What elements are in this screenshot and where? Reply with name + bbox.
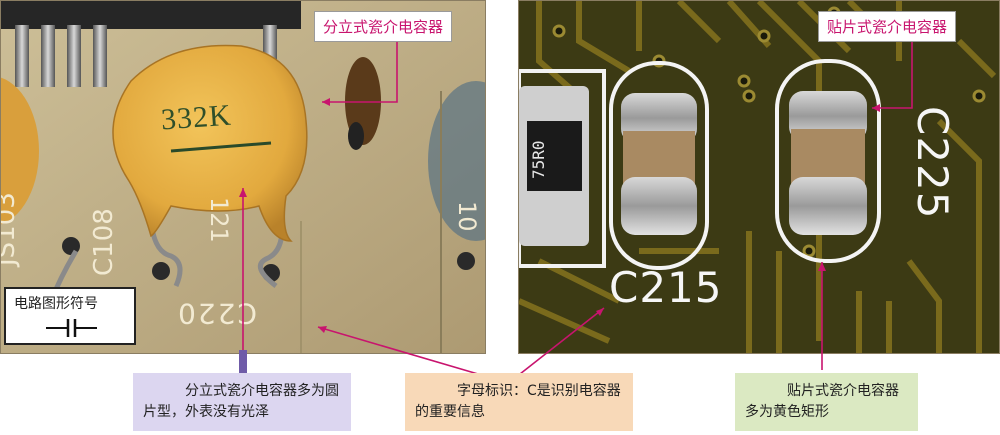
pcb-marking-c108: C108 xyxy=(89,208,119,276)
circuit-symbol-box: 电路图形符号 xyxy=(4,287,136,345)
smd-capacitor-photo: 75R0 C215 C225 xyxy=(518,0,1000,354)
smd-capacitor-scene xyxy=(519,1,999,353)
pcb-marking-c220: C220 xyxy=(176,297,257,330)
discrete-note-text: 分立式瓷介电容器多为圆片型，外表没有光泽 xyxy=(143,383,339,420)
discrete-capacitor-note: 分立式瓷介电容器多为圆片型，外表没有光泽 xyxy=(133,373,351,431)
resistor-marking: 75R0 xyxy=(529,140,548,179)
pcb-marking-js103: JS103 xyxy=(0,192,21,266)
capacitor-marking: 332K xyxy=(159,98,233,137)
pcb-marking-c215: C215 xyxy=(609,263,723,312)
circuit-symbol-title: 电路图形符号 xyxy=(14,296,98,312)
partial-capacitor xyxy=(1,77,39,225)
pcb-marking-c225: C225 xyxy=(908,106,957,220)
c225-silkscreen-outline xyxy=(775,59,881,263)
capacitor-symbol-icon xyxy=(46,319,97,337)
pcb-marking-10: 10 xyxy=(453,201,481,232)
ic-chip xyxy=(1,1,301,29)
smd-capacitor-label: 贴片式瓷介电容器 xyxy=(818,11,957,42)
pcb-marking-121: 121 xyxy=(205,197,233,243)
discrete-capacitor-label: 分立式瓷介电容器 xyxy=(314,11,453,42)
smd-note-text: 贴片式瓷介电容器多为黄色矩形 xyxy=(745,383,899,420)
letter-identifier-note: 字母标识：C是识别电容器的重要信息 xyxy=(405,373,633,431)
letter-note-text: 字母标识：C是识别电容器的重要信息 xyxy=(415,383,621,420)
metal-can xyxy=(428,81,485,241)
disc-capacitor xyxy=(112,44,308,242)
c215-silkscreen-outline xyxy=(609,61,709,270)
smd-capacitor-note: 贴片式瓷介电容器多为黄色矩形 xyxy=(735,373,918,431)
pcb-holes xyxy=(62,237,475,282)
